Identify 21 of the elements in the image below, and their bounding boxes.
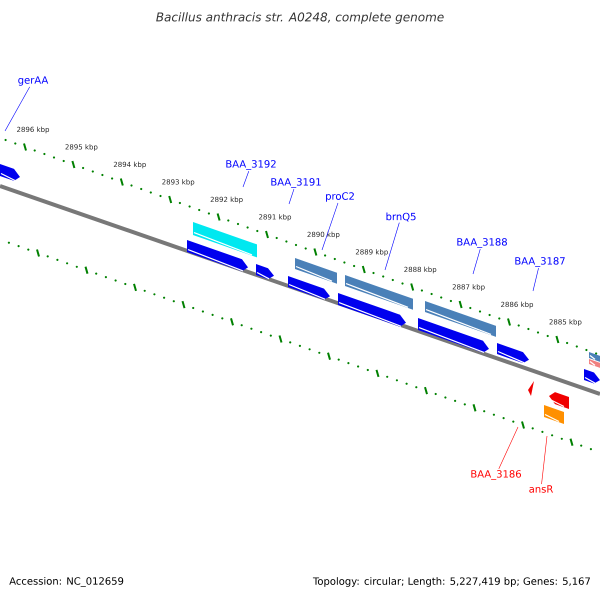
gene-label: gerAA <box>18 76 48 86</box>
gene-label: BAA_3191 <box>271 178 321 188</box>
accession-text: Accession: NC_012659 <box>9 577 124 587</box>
leader-line <box>322 202 338 250</box>
title: Bacillus anthracis str. A0248, complete genome <box>156 12 444 24</box>
gene-label: BAA_3186 <box>471 470 521 480</box>
gene-label: BAA_3188 <box>457 238 507 248</box>
leader-line <box>288 188 294 204</box>
gene-label: brnQ5 <box>386 212 416 222</box>
gene-label: BAA_3192 <box>226 160 276 170</box>
gene-label: proC2 <box>326 192 354 202</box>
gene-label: ansR <box>529 485 554 493</box>
leader-line <box>541 436 548 484</box>
summary-text: Topology: circular; Length: 5,227,419 bp; Genes: 5,167 <box>312 577 590 587</box>
leader-line <box>498 426 518 470</box>
leader-line <box>472 248 481 274</box>
leader-line <box>242 170 250 188</box>
leader-line <box>4 86 30 132</box>
leader-line <box>532 268 539 292</box>
leader-line <box>384 222 400 270</box>
gene-label: BAA_3187 <box>515 257 565 267</box>
